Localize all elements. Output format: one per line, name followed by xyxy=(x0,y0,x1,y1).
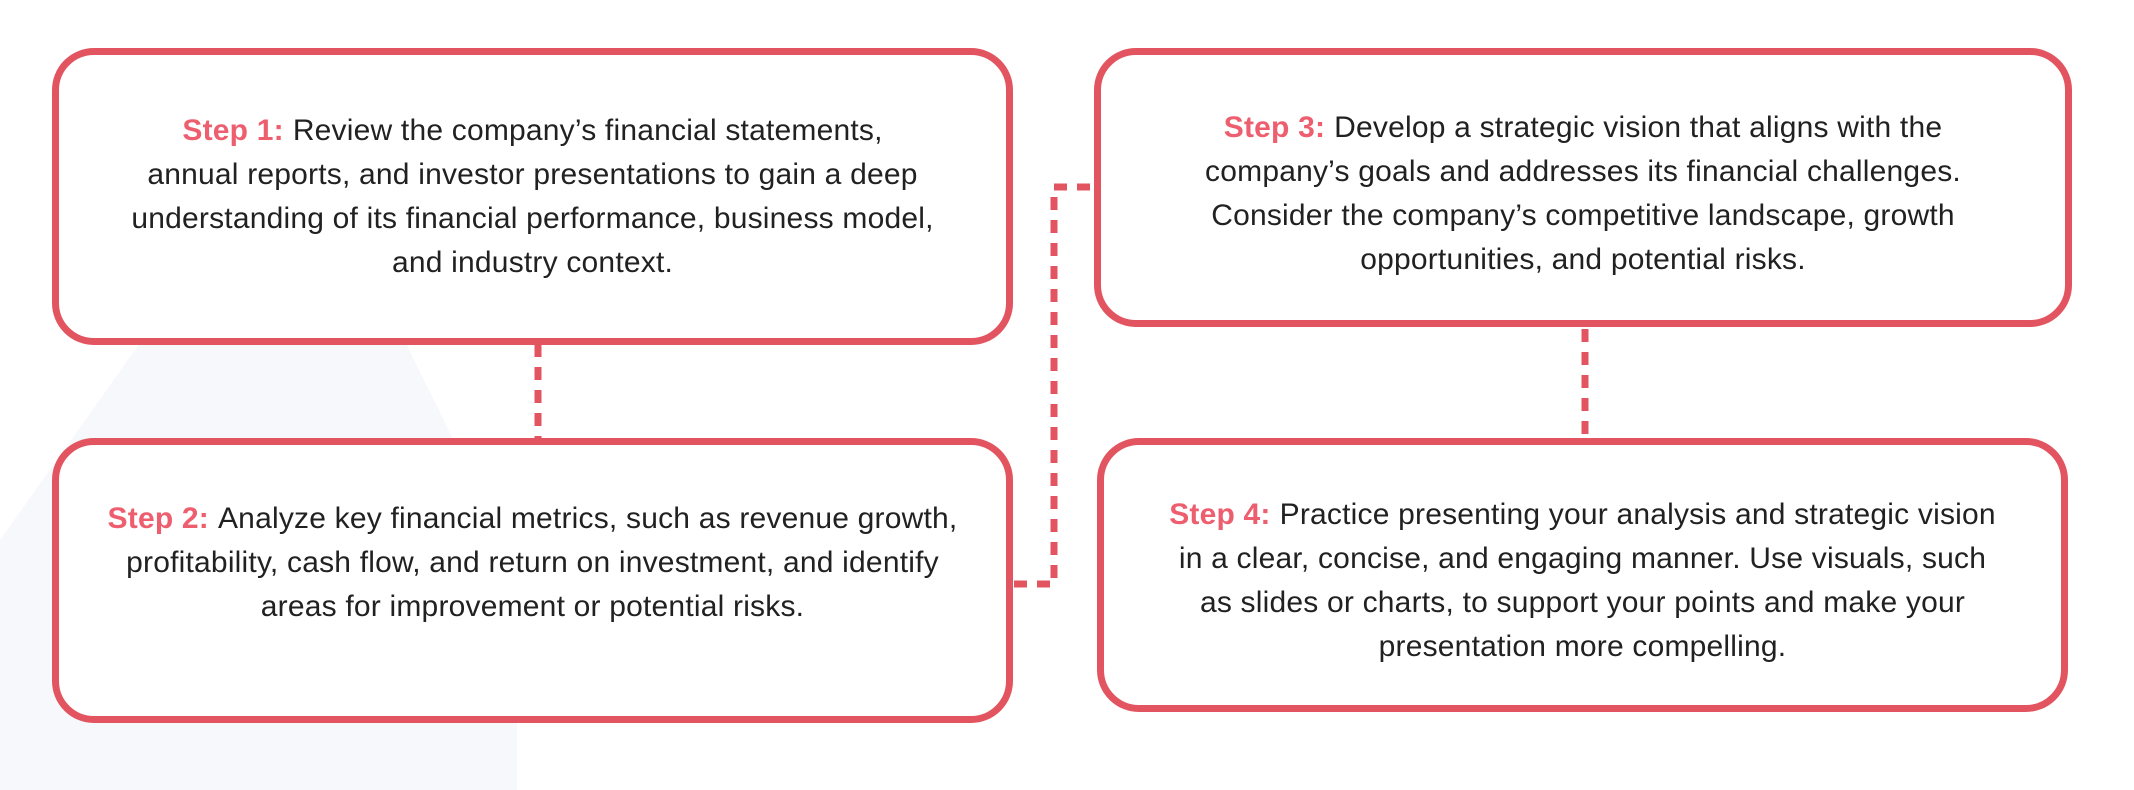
step-1-label: Step 1: xyxy=(182,113,284,147)
step-2-line-2: profitability, cash flow, and return on … xyxy=(126,545,939,579)
step-2-line-3: areas for improvement or potential risks… xyxy=(260,589,805,623)
step-1-line-2: annual reports, and investor presentatio… xyxy=(147,157,918,191)
step-1-card: Step 1:Review the company’s financial st… xyxy=(52,48,1013,345)
step-4-line-2: in a clear, concise, and engaging manner… xyxy=(1178,542,1987,575)
step-1-line-3: understanding of its financial performan… xyxy=(131,201,934,235)
step-4-card: Step 4:Practice presenting your analysis… xyxy=(1097,438,2068,712)
step-4-line-4: presentation more compelling. xyxy=(1378,630,1787,663)
step-4-line-1-text: Practice presenting your analysis and st… xyxy=(1279,498,1996,531)
step-3-line-4: opportunities, and potential risks. xyxy=(1360,243,1806,276)
step-3-line-1: Step 3:Develop a strategic vision that a… xyxy=(1205,106,1961,150)
step-1-line-4: and industry context. xyxy=(391,245,674,279)
connector-step2-step3-elbow xyxy=(1014,183,1093,588)
step-4-label: Step 4: xyxy=(1169,498,1271,531)
step-2-line-1: Step 2:Analyze key financial metrics, su… xyxy=(108,497,958,541)
step-2-text: Step 2:Analyze key financial metrics, su… xyxy=(78,497,988,629)
step-2-line-1-text: Analyze key financial metrics, such as r… xyxy=(217,501,958,535)
step-3-label: Step 3: xyxy=(1223,111,1326,144)
step-3-card: Step 3:Develop a strategic vision that a… xyxy=(1094,48,2072,327)
step-4-line-3: as slides or charts, to support your poi… xyxy=(1199,586,1966,619)
step-3-text: Step 3:Develop a strategic vision that a… xyxy=(1175,106,1991,282)
step-1-line-1: Step 1:Review the company’s financial st… xyxy=(131,109,933,153)
step-2-label: Step 2: xyxy=(107,501,209,535)
step-1-text: Step 1:Review the company’s financial st… xyxy=(101,109,963,285)
step-4-line-1: Step 4:Practice presenting your analysis… xyxy=(1169,493,1996,537)
step-1-line-1-text: Review the company’s financial statement… xyxy=(292,113,883,147)
step-3-line-3: Consider the company’s competitive lands… xyxy=(1211,199,1955,232)
step-4-text: Step 4:Practice presenting your analysis… xyxy=(1139,493,2026,669)
step-3-line-1-text: Develop a strategic vision that aligns w… xyxy=(1334,111,1943,144)
step-3-line-2: company’s goals and addresses its financ… xyxy=(1205,155,1961,188)
step-2-card: Step 2:Analyze key financial metrics, su… xyxy=(52,438,1013,723)
